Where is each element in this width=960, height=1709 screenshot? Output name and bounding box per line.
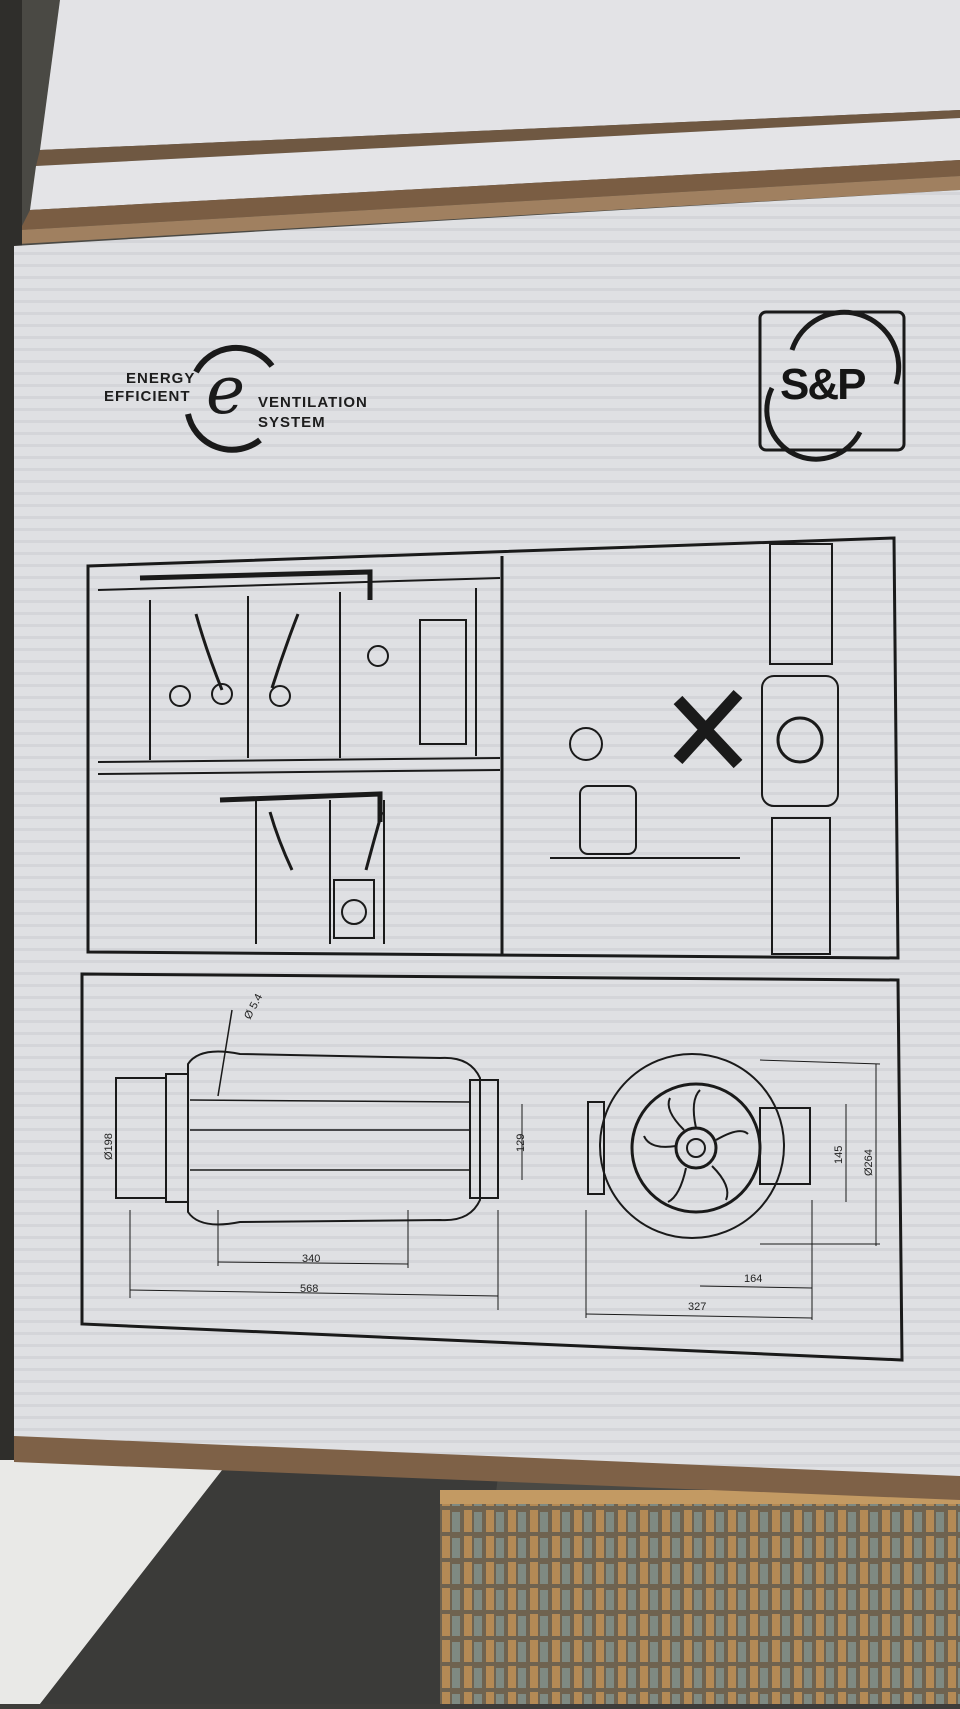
dim-outer-dia: Ø264: [863, 1149, 875, 1176]
dim-side-offset: 164: [744, 1273, 762, 1285]
logo-energy-line1: ENERGY: [126, 370, 196, 387]
tiles-stack: [440, 1490, 960, 1704]
dim-flange: 145: [833, 1146, 845, 1164]
logo-energy-line4: SYSTEM: [258, 414, 326, 431]
installation-illustration: [86, 536, 900, 960]
dim-inner-height: 129: [515, 1134, 527, 1152]
sp-logo-text: S&P: [780, 360, 866, 409]
logo-energy-line2: EFFICIENT: [104, 388, 191, 405]
logo-e-glyph: e: [206, 352, 246, 429]
dim-mount-span: 340: [302, 1253, 320, 1265]
dim-duct-dia: Ø198: [103, 1133, 115, 1160]
dim-total-length: 568: [300, 1283, 318, 1295]
top-box-2: [30, 118, 960, 210]
floor-light: [0, 1460, 230, 1704]
box-bottom-edge: [14, 1436, 960, 1500]
technical-drawing: [80, 972, 904, 1362]
dim-side-depth: 327: [688, 1301, 706, 1313]
top-box-1: [40, 0, 960, 150]
logo-energy-line3: VENTILATION: [258, 394, 368, 411]
main-box-face: [14, 190, 960, 1490]
